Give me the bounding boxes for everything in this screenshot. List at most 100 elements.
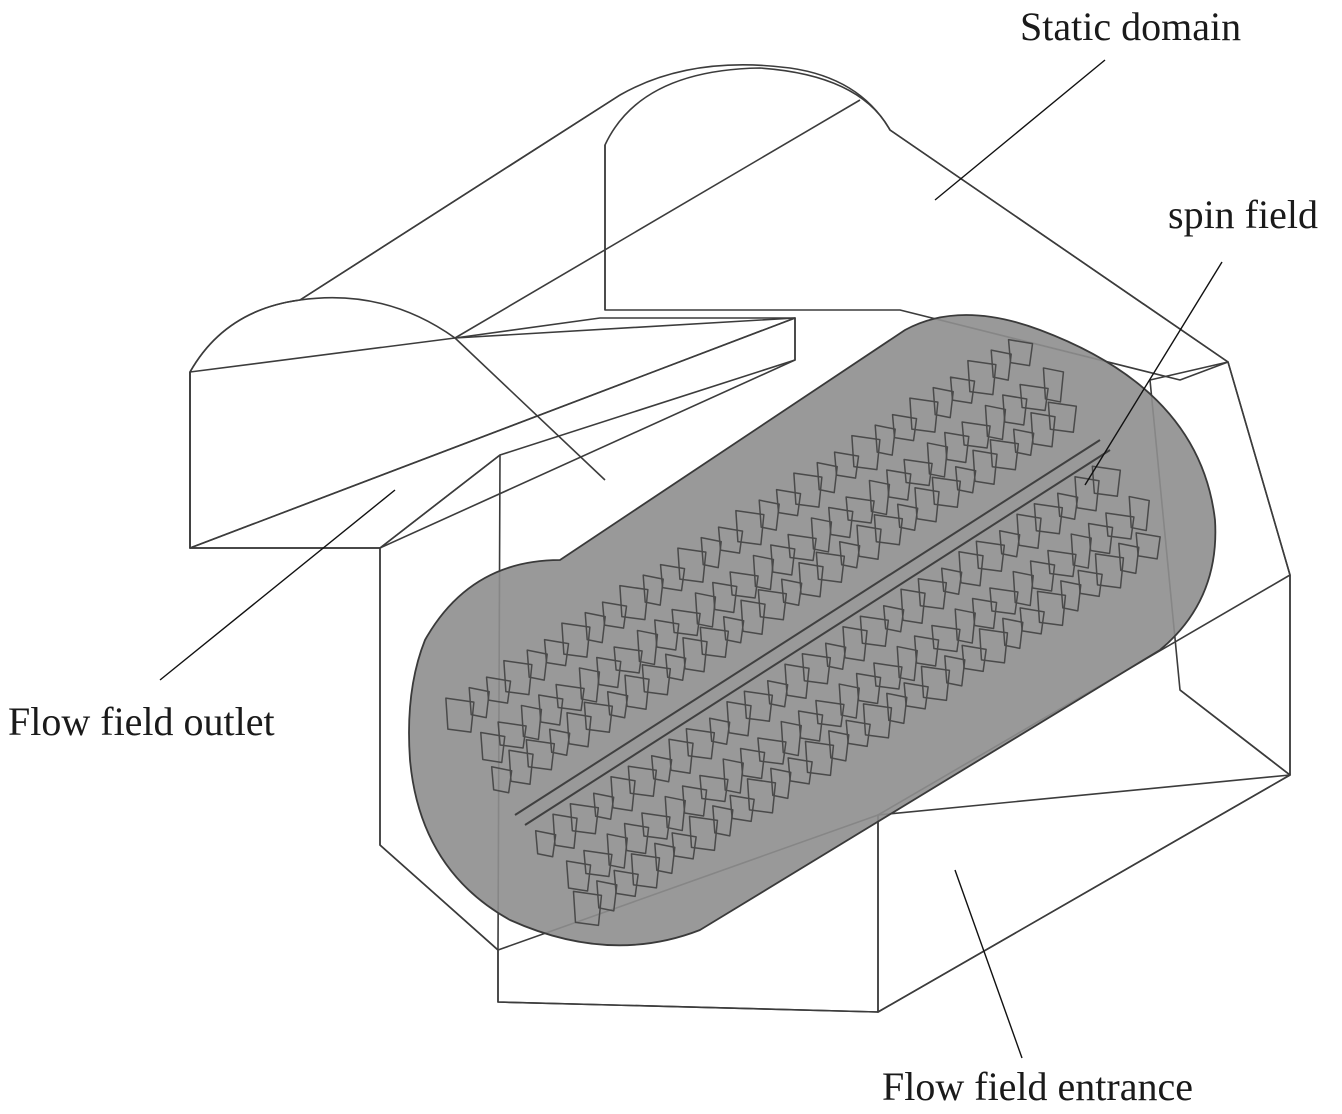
rotor-blade	[525, 739, 556, 771]
rotor-blade	[845, 496, 875, 524]
rotor-blade	[954, 466, 977, 494]
rotor-blade	[677, 547, 707, 583]
rotor-blade	[1030, 412, 1056, 448]
rotor-blade	[833, 451, 860, 479]
leader-flow-outlet	[159, 489, 396, 681]
rotor-blade	[682, 637, 708, 673]
rotor-blade	[699, 774, 729, 803]
rotor-blade	[592, 792, 615, 820]
rotor-blade	[920, 665, 951, 702]
rotor-blade	[766, 680, 789, 708]
rotor-blade	[931, 476, 962, 508]
rotor-blade	[561, 622, 591, 658]
rotor-blade	[1118, 542, 1140, 575]
rotor-blade	[757, 737, 787, 765]
rotor-blade	[630, 853, 661, 889]
rotor-blade	[873, 514, 904, 546]
rotor-blade	[978, 628, 1009, 664]
rotor-blade	[931, 624, 961, 653]
rotor-blade	[746, 778, 777, 814]
rotor-blade	[726, 701, 752, 737]
rotor-blade	[797, 710, 824, 742]
rotor-blade	[780, 578, 803, 606]
rotor-blade	[914, 487, 940, 523]
rotor-blade	[815, 699, 845, 728]
rotor-blade	[688, 815, 719, 852]
rotor-blade	[641, 812, 671, 840]
rotor-blade	[654, 619, 680, 651]
rotor-blade	[664, 795, 686, 832]
rotor-blade	[636, 629, 659, 666]
rotor-blade	[944, 655, 966, 687]
rotor-blade	[862, 703, 893, 739]
rotor-blade	[913, 635, 940, 667]
rotor-blade	[984, 404, 1007, 441]
rotor-blade	[845, 719, 871, 748]
rotor-blade	[990, 349, 1012, 381]
rotor-cylinder	[408, 314, 1217, 947]
rotor-blade	[583, 701, 614, 733]
rotor-blade	[770, 767, 792, 800]
rotor-blade	[770, 544, 796, 576]
rotor-blade	[555, 683, 585, 712]
rotor-blade	[619, 584, 649, 621]
leader-spin-field	[1084, 261, 1223, 486]
rotor-blade	[1070, 533, 1092, 569]
rotor-blade	[1047, 549, 1077, 578]
rotor-blade	[668, 738, 694, 774]
rotor-blade	[1012, 428, 1035, 456]
rotor-blade	[855, 672, 882, 705]
rotor-blade	[538, 694, 564, 726]
inner-left-wall	[379, 454, 501, 951]
rotor-blades	[445, 338, 1161, 927]
rotor-blade	[548, 728, 571, 756]
rotor-blade	[1029, 560, 1056, 592]
rotor-blade	[798, 562, 824, 598]
rotor-blade	[565, 860, 592, 892]
rotor-blade	[838, 683, 860, 719]
rotor-blade	[654, 842, 676, 875]
static-domain-shell	[189, 64, 1291, 1013]
rotor-blade	[896, 645, 918, 682]
rotor-blade	[722, 616, 745, 644]
rotor-blade	[480, 731, 506, 764]
rotor-blade	[1036, 590, 1067, 627]
rotor-blade	[1002, 394, 1028, 426]
rotor-blade	[816, 461, 838, 494]
leader-static-domain	[934, 59, 1106, 201]
rotor-blade	[896, 503, 919, 531]
rotor-blade	[824, 642, 847, 670]
rotor-blade	[900, 588, 926, 624]
rotor-blade	[490, 766, 513, 794]
rotor-blade	[671, 832, 697, 860]
rotor-blade	[572, 890, 603, 927]
rotor-blade	[685, 728, 716, 760]
rotor-blade	[940, 567, 963, 595]
rotor-blade	[891, 413, 918, 442]
outlet-top-face	[189, 296, 796, 549]
rotor-blade	[828, 506, 854, 539]
rotor-blade	[650, 755, 673, 783]
rotor-blade	[917, 578, 948, 610]
rotor-blade	[1016, 513, 1042, 549]
rotor-blade	[729, 571, 759, 599]
rotor-blade	[1056, 492, 1079, 520]
rotor-blade	[497, 721, 527, 749]
rotor-blade	[694, 592, 717, 628]
rotor-blade	[903, 458, 933, 487]
rotor-blade	[886, 469, 912, 501]
rotor-blade	[815, 551, 846, 583]
rotor-blade	[659, 563, 686, 592]
rotor-blade	[543, 638, 570, 667]
rotor-blade	[975, 540, 1006, 572]
rotor-blade	[566, 712, 592, 748]
rotor-blade	[1047, 401, 1078, 433]
rotor-blade	[909, 397, 939, 433]
rotor-blade	[944, 431, 970, 464]
rotor-blade	[998, 530, 1021, 558]
rotor-blade	[613, 869, 639, 898]
rotor-blade	[485, 676, 512, 704]
rotor-blade	[712, 805, 734, 837]
rotor-blade	[1128, 495, 1150, 532]
rotor-blade	[681, 785, 708, 817]
